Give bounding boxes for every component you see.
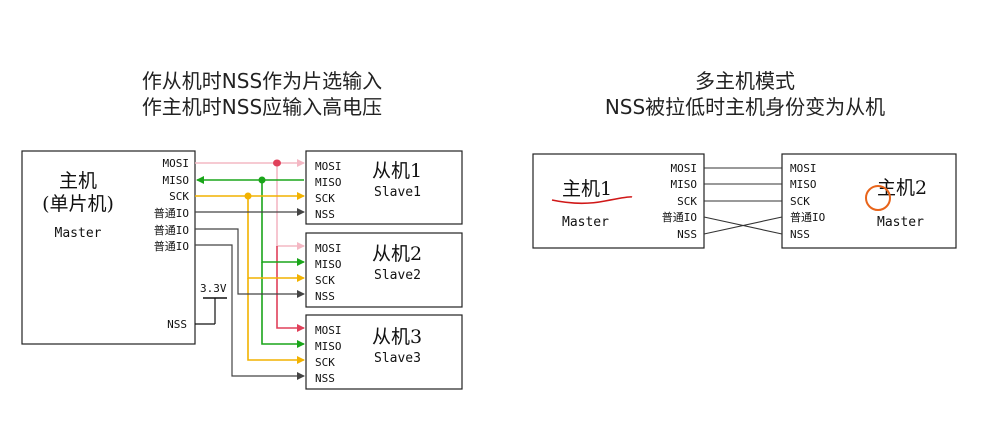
master-pin-sck: SCK — [169, 190, 189, 203]
slave2-pin-nss: NSS — [315, 290, 335, 303]
slave3-pin-miso: MISO — [315, 340, 342, 353]
master1-name: 主机1 — [562, 178, 612, 200]
orange-circle-annotation — [865, 185, 891, 211]
slave3-pin-nss: NSS — [315, 372, 335, 385]
slave1-pin-nss: NSS — [315, 208, 335, 221]
master2-pin-nss: NSS — [790, 228, 810, 241]
master-pin-miso: MISO — [163, 174, 190, 187]
master2-pin-miso: MISO — [790, 178, 817, 191]
sck-wire-slave3 — [247, 278, 305, 364]
master2-pin-mosi: MOSI — [790, 162, 817, 175]
master2-pin-sck: SCK — [790, 195, 810, 208]
slave3-box — [305, 314, 463, 390]
slave1-box — [305, 150, 463, 225]
io2-to-slave2-nss — [195, 228, 305, 298]
right-diagram: 多主机模式 NSS被拉低时主机身份变为从机 主机1 Master MOSI MI… — [532, 69, 957, 249]
slave2-name: 从机2 — [372, 243, 422, 265]
slave1-name: 从机1 — [372, 160, 422, 182]
slave2-pin-miso: MISO — [315, 258, 342, 271]
sck-junction — [244, 192, 252, 200]
red-underline-annotation — [551, 196, 633, 205]
miso-wire-slave3 — [261, 262, 305, 348]
slave3-sub: Slave3 — [374, 351, 421, 366]
sck-bus — [195, 192, 305, 364]
nss-select-wires — [195, 208, 305, 380]
master-name: 主机 — [59, 170, 97, 192]
mosi-wire-slave2 — [276, 163, 305, 250]
multi-master-bus — [703, 167, 783, 235]
right-title-line1: 多主机模式 — [695, 69, 795, 93]
master2-box — [781, 153, 957, 249]
master-pin-io1: 普通IO — [154, 206, 189, 220]
master1-pin-nss: NSS — [677, 228, 697, 241]
master-pin-io3: 普通IO — [154, 239, 189, 253]
master1-sub: Master — [562, 215, 609, 230]
master1-pin-io: 普通IO — [662, 210, 697, 224]
slave1-pin-sck: SCK — [315, 192, 335, 205]
master-label: Master — [55, 226, 102, 241]
slave3-pin-sck: SCK — [315, 356, 335, 369]
master1-pin-miso: MISO — [671, 178, 698, 191]
left-diagram: 作从机时NSS作为片选输入 作主机时NSS应输入高电压 主机 (单片机) Mas… — [21, 69, 463, 390]
slave3-pin-mosi: MOSI — [315, 324, 342, 337]
master2-sub: Master — [877, 215, 924, 230]
master-pin-nss: NSS — [167, 318, 187, 331]
voltage-label: 3.3V — [200, 282, 227, 295]
slave1-pin-miso: MISO — [315, 176, 342, 189]
left-title-line2: 作主机时NSS应输入高电压 — [142, 95, 382, 119]
slave2-pin-sck: SCK — [315, 274, 335, 287]
master-box — [21, 150, 196, 345]
sck-wire-slave2 — [247, 196, 305, 282]
miso-junction — [258, 176, 266, 184]
mosi-junction — [273, 159, 281, 167]
master1-pin-sck: SCK — [677, 195, 697, 208]
master1-pin-mosi: MOSI — [671, 162, 698, 175]
right-title-line2: NSS被拉低时主机身份变为从机 — [605, 95, 885, 119]
slave3-name: 从机3 — [372, 326, 422, 348]
slave2-box — [305, 232, 463, 308]
miso-bus — [196, 176, 305, 348]
master-pin-io2: 普通IO — [154, 223, 189, 237]
left-title-line1: 作从机时NSS作为片选输入 — [142, 69, 382, 93]
master-name-sub: (单片机) — [42, 193, 114, 215]
slave2-pin-mosi: MOSI — [315, 242, 342, 255]
slave1-sub: Slave1 — [374, 185, 421, 200]
master-pin-mosi: MOSI — [163, 157, 190, 170]
io3-to-slave3-nss — [195, 244, 305, 380]
mosi-wire-slave3 — [276, 246, 305, 332]
miso-wire-slave2 — [261, 180, 305, 266]
slave2-sub: Slave2 — [374, 268, 421, 283]
io2-to-nss1-link — [703, 216, 783, 235]
slave1-pin-mosi: MOSI — [315, 160, 342, 173]
mosi-bus — [195, 159, 305, 332]
master2-pin-io: 普通IO — [790, 210, 825, 224]
